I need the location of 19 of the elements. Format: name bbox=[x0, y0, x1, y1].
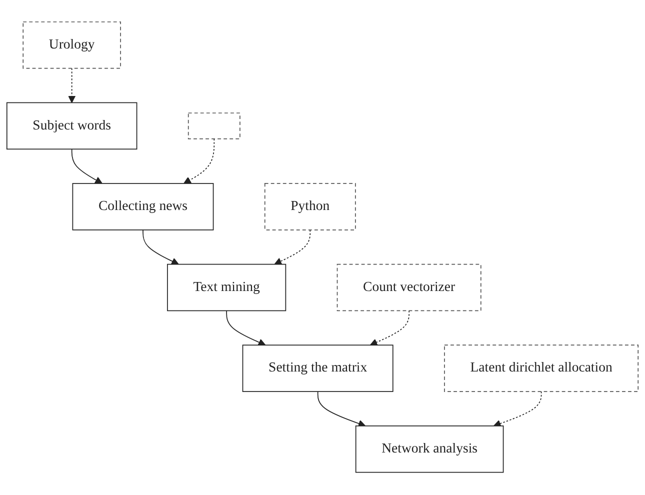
arrow bbox=[317, 391, 366, 428]
arrow bbox=[274, 230, 311, 266]
node-box: Setting the matrix bbox=[242, 345, 394, 392]
node-box: Python bbox=[264, 183, 356, 231]
arrow bbox=[142, 230, 179, 266]
arrow bbox=[493, 391, 542, 428]
arrow bbox=[71, 149, 102, 184]
arrow bbox=[184, 138, 215, 184]
node-box: Urology bbox=[22, 22, 121, 70]
arrow bbox=[226, 310, 266, 346]
node-box: Network analysis bbox=[355, 426, 504, 474]
arrow bbox=[68, 68, 76, 104]
arrow bbox=[370, 310, 410, 346]
node-box: Latent dirichlet allocation bbox=[444, 345, 639, 392]
node-box: Text mining bbox=[167, 264, 286, 312]
node-box: Subject words bbox=[6, 102, 138, 150]
node-box: Collecting news bbox=[72, 183, 214, 231]
node-box bbox=[188, 112, 240, 140]
node-box: Count vectorizer bbox=[336, 264, 482, 312]
